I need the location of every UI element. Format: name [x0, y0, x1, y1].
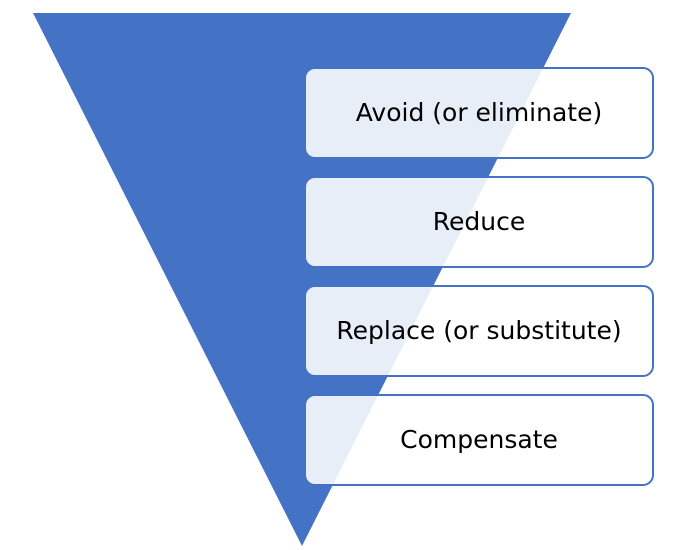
step-compensate-label: Compensate [400, 424, 558, 454]
step-avoid-box: Avoid (or eliminate) [304, 67, 654, 159]
step-replace-label: Replace (or substitute) [336, 315, 622, 345]
step-avoid-label: Avoid (or eliminate) [355, 97, 603, 127]
step-reduce-box: Reduce [304, 176, 654, 268]
step-compensate-box: Compensate [304, 394, 654, 486]
step-replace-box: Replace (or substitute) [304, 285, 654, 377]
step-reduce-label: Reduce [432, 206, 526, 236]
